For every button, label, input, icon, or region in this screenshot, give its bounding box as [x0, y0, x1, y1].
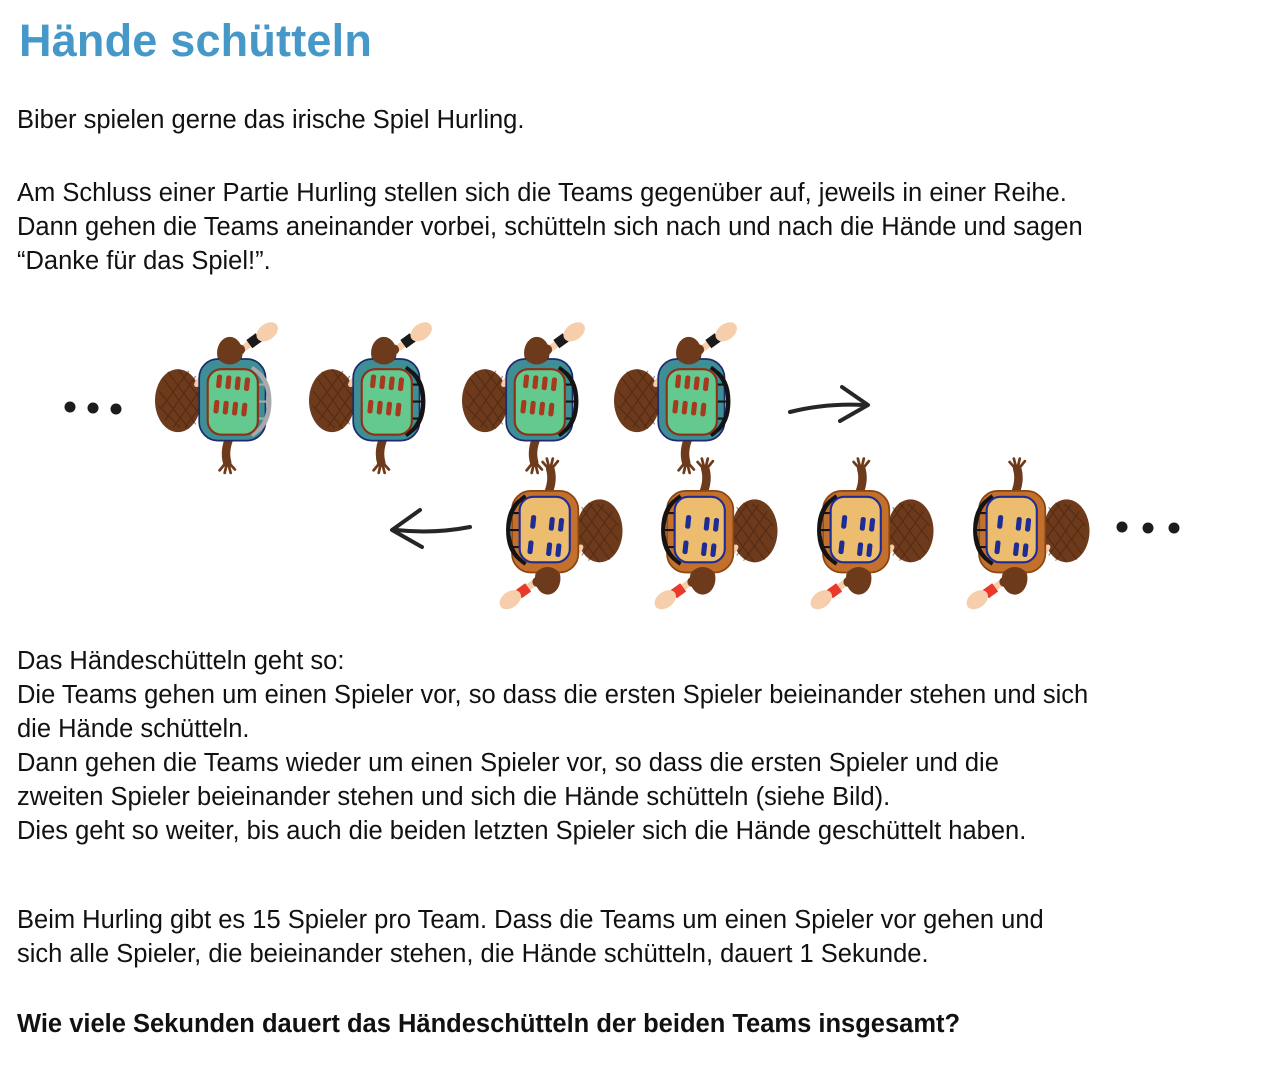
text-line: Biber spielen gerne das irische Spiel Hu… [17, 106, 525, 134]
text-line: zweiten Spieler beieinander stehen und s… [17, 783, 891, 811]
ellipsis-left-icon [64, 401, 122, 415]
arrow-left-icon [390, 508, 472, 549]
page-title: Hände schütteln [19, 15, 373, 66]
procedure-paragraph: Das Händeschütteln geht so: Die Teams ge… [17, 644, 1280, 848]
beaver-top-2 [309, 320, 436, 473]
text-line: Die Teams gehen um einen Spieler vor, so… [17, 681, 1089, 709]
beaver-bottom-3 [806, 458, 934, 614]
beaver-top-1 [155, 320, 282, 473]
parameters-paragraph: Beim Hurling gibt es 15 Spieler pro Team… [17, 903, 1280, 971]
beaver-top-3 [462, 320, 589, 473]
question-text: Wie viele Sekunden dauert das Händeschüt… [17, 1010, 961, 1038]
text-line: Das Händeschütteln geht so: [17, 647, 345, 675]
text-line: Am Schluss einer Partie Hurling stellen … [17, 179, 1067, 207]
ellipsis-right-icon [1116, 521, 1180, 534]
beaver-bottom-2 [650, 458, 778, 614]
text-line: sich alle Spieler, die beieinander stehe… [17, 940, 929, 968]
hurling-teams-illustration [64, 320, 1180, 614]
text-line: Dann gehen die Teams aneinander vorbei, … [17, 213, 1083, 241]
task-page: Hände schütteln Biber spielen gerne das … [0, 14, 1280, 1041]
text-line: Dies geht so weiter, bis auch die beiden… [17, 817, 1027, 845]
beaver-bottom-1 [495, 458, 623, 614]
intro-paragraph: Biber spielen gerne das irische Spiel Hu… [17, 103, 1280, 137]
text-line: die Hände schütteln. [17, 715, 250, 743]
text-line: Beim Hurling gibt es 15 Spieler pro Team… [17, 906, 1044, 934]
arrow-right-icon [788, 385, 870, 423]
beaver-top-4 [614, 320, 741, 473]
beaver-bottom-4 [962, 458, 1090, 614]
text-line: Dann gehen die Teams wieder um einen Spi… [17, 749, 999, 777]
lineup-paragraph: Am Schluss einer Partie Hurling stellen … [17, 176, 1280, 278]
text-line: “Danke für das Spiel!”. [17, 247, 271, 275]
